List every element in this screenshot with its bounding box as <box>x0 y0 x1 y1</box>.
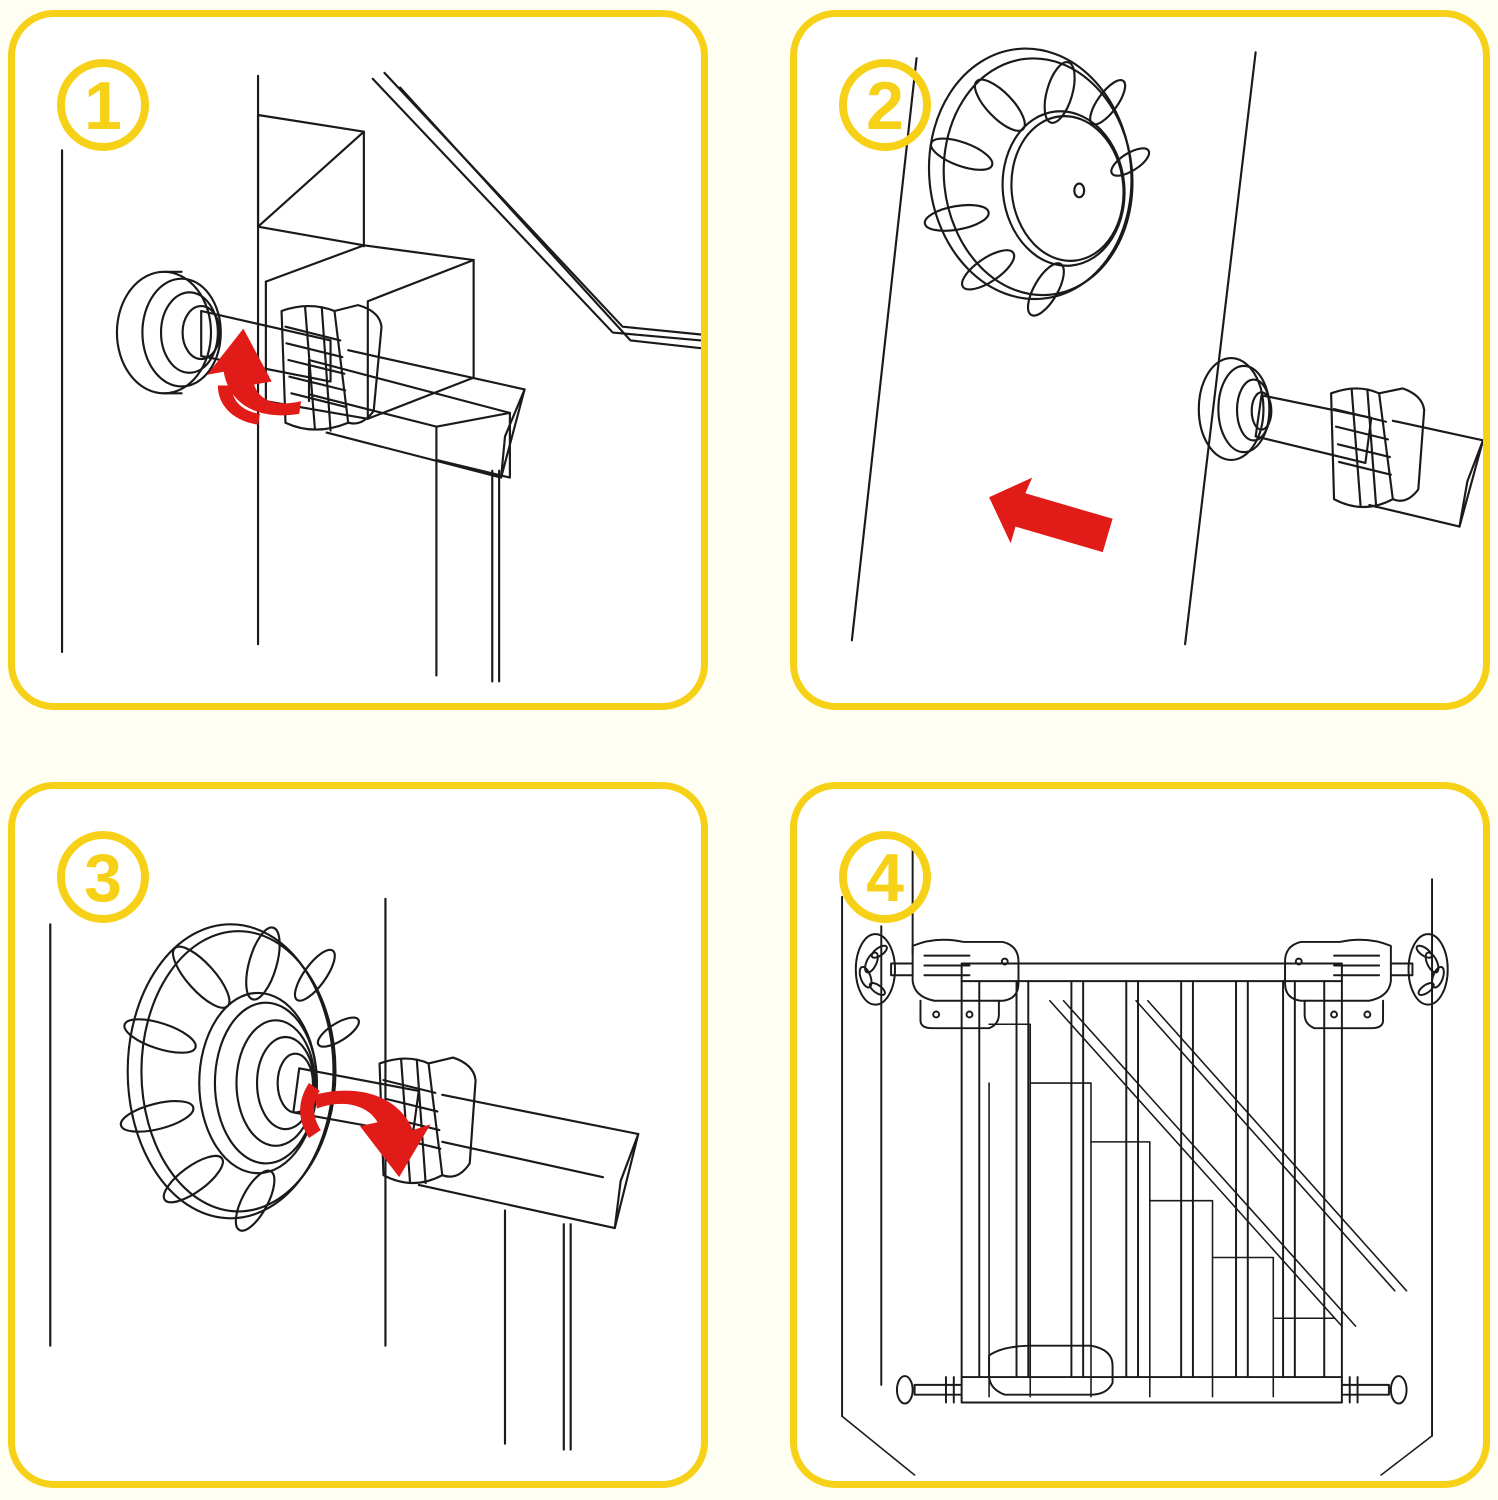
wall-cup-washer <box>1197 356 1273 462</box>
step-4-number: 4 <box>866 840 904 916</box>
wall-line-right <box>1184 51 1257 646</box>
push-direction-arrow <box>989 477 1113 553</box>
knurled-lock-nut <box>280 304 383 432</box>
gate-foot-pedal <box>988 1344 1114 1396</box>
threaded-rod <box>200 309 332 383</box>
petal-slot-wall-pad-upper-right <box>1407 933 1449 1006</box>
step-panel-4: 4 <box>790 782 1490 1488</box>
step-1-illustration <box>60 71 701 683</box>
step-2-illustration <box>850 47 1483 646</box>
threaded-rod <box>1254 394 1373 464</box>
lower-right-bolt <box>1340 1375 1408 1405</box>
wall-cup-washer-outer <box>115 270 213 395</box>
petal-slot-wall-pad <box>923 47 1151 317</box>
step-4-badge: 4 <box>833 825 937 929</box>
step-panel-3: 3 <box>8 782 708 1488</box>
step-panel-2: 2 <box>790 10 1490 710</box>
step-4-illustration <box>841 846 1449 1476</box>
step-3-illustration <box>49 897 640 1451</box>
step-1-badge: 1 <box>51 53 155 157</box>
upper-right-mount <box>1284 933 1449 1030</box>
lower-left-bolt <box>895 1375 963 1405</box>
knurled-lock-nut <box>1330 387 1426 509</box>
step-2-badge: 2 <box>833 53 937 157</box>
step-1-number: 1 <box>84 68 122 144</box>
gate-bottom-rail <box>960 1376 1343 1404</box>
rotate-clockwise-arrow <box>314 1090 431 1178</box>
gate-vertical-bars <box>1015 980 1296 1379</box>
step-3-badge: 3 <box>51 825 155 929</box>
step-panel-1: 1 <box>8 10 708 710</box>
rotate-counterclockwise-arrow <box>207 328 302 416</box>
upper-left-mount <box>854 933 1020 1030</box>
step-3-number: 3 <box>84 840 122 916</box>
petal-slot-wall-pad-upper-left <box>854 933 896 1006</box>
wall-line-left <box>850 57 918 642</box>
step-2-number: 2 <box>866 68 904 144</box>
petal-slot-wall-pad <box>119 923 360 1232</box>
